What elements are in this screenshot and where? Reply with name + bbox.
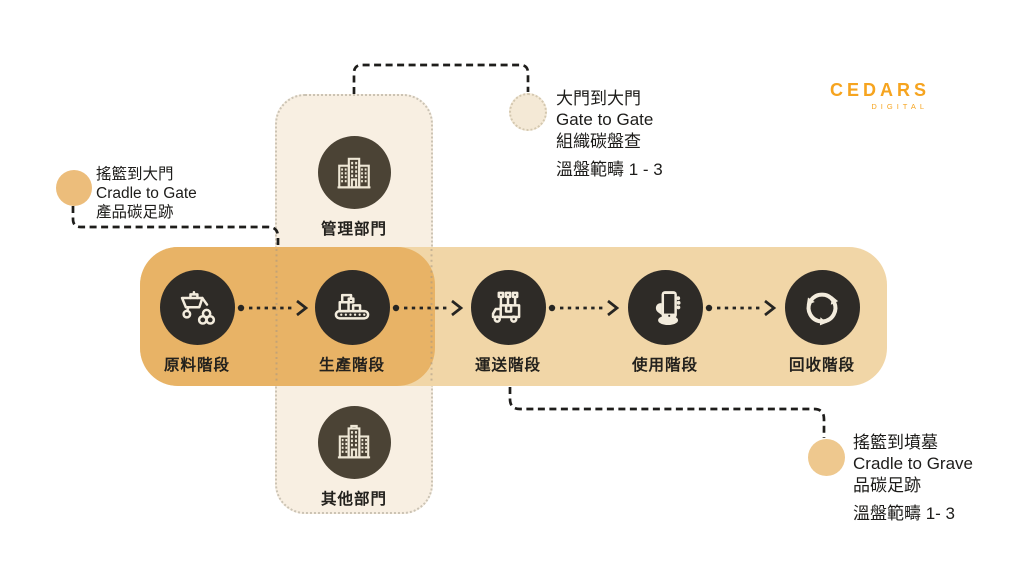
factory-conveyor-icon	[314, 270, 390, 345]
stage-use: 使用階段	[600, 270, 730, 375]
stage-label: 回收階段	[788, 357, 855, 374]
annotation-line: Cradle to Grave	[853, 454, 973, 474]
department-label: 其他部門	[320, 491, 387, 508]
stage-transport: 運送階段	[443, 270, 573, 375]
annotation-line: 組織碳盤查	[556, 131, 641, 151]
annotation-line: 品碳足跡	[853, 475, 921, 495]
stage-label: 生產階段	[318, 357, 385, 374]
annotation-line: 搖籃到墳墓	[853, 433, 938, 452]
brand-logo: CEDARS DIGITAL	[812, 80, 930, 111]
cradle-to-grave-annotation: 搖籃到墳墓 Cradle to Grave 品碳足跡 溫盤範疇 1- 3	[853, 432, 973, 524]
cradle-to-grave-marker	[808, 439, 845, 476]
annotation-line: Cradle to Gate	[96, 184, 197, 202]
brand-name: CEDARS	[829, 80, 930, 100]
stage-recycle: 回收階段	[757, 270, 887, 375]
annotation-line: 大門到大門	[556, 89, 641, 108]
hand-phone-icon	[627, 270, 703, 345]
annotation-scope: 溫盤範疇 1- 3	[853, 503, 956, 523]
cradle-to-gate-marker	[56, 170, 92, 206]
recycle-icon	[784, 270, 860, 345]
cradle-to-gate-annotation: 搖籃到大門 Cradle to Gate 產品碳足跡	[96, 166, 197, 223]
department-building-icon	[317, 406, 391, 479]
annotation-scope: 溫盤範疇 1 - 3	[556, 159, 663, 179]
annotation-line: 搖籃到大門	[96, 166, 174, 183]
department-other: 其他部門	[289, 406, 419, 509]
wheelbarrow-raw-material-icon	[159, 270, 235, 345]
stage-label: 使用階段	[631, 357, 698, 374]
gate-to-gate-marker	[509, 93, 547, 131]
gate-to-gate-connector	[352, 63, 530, 94]
annotation-line: 產品碳足跡	[96, 203, 174, 221]
department-label: 管理部門	[320, 221, 387, 238]
stage-label: 原料階段	[163, 357, 230, 374]
stage-production: 生產階段	[287, 270, 417, 375]
delivery-truck-icon	[470, 270, 546, 345]
brand-subtitle: DIGITAL	[871, 102, 928, 111]
cradle-to-grave-connector	[508, 387, 826, 438]
stage-label: 運送階段	[474, 357, 541, 374]
office-building-icon	[317, 136, 391, 209]
stage-raw-material: 原料階段	[132, 270, 262, 375]
gate-to-gate-annotation: 大門到大門 Gate to Gate 組織碳盤查 溫盤範疇 1 - 3	[556, 88, 663, 180]
department-management: 管理部門	[289, 136, 419, 239]
annotation-line: Gate to Gate	[556, 110, 654, 130]
